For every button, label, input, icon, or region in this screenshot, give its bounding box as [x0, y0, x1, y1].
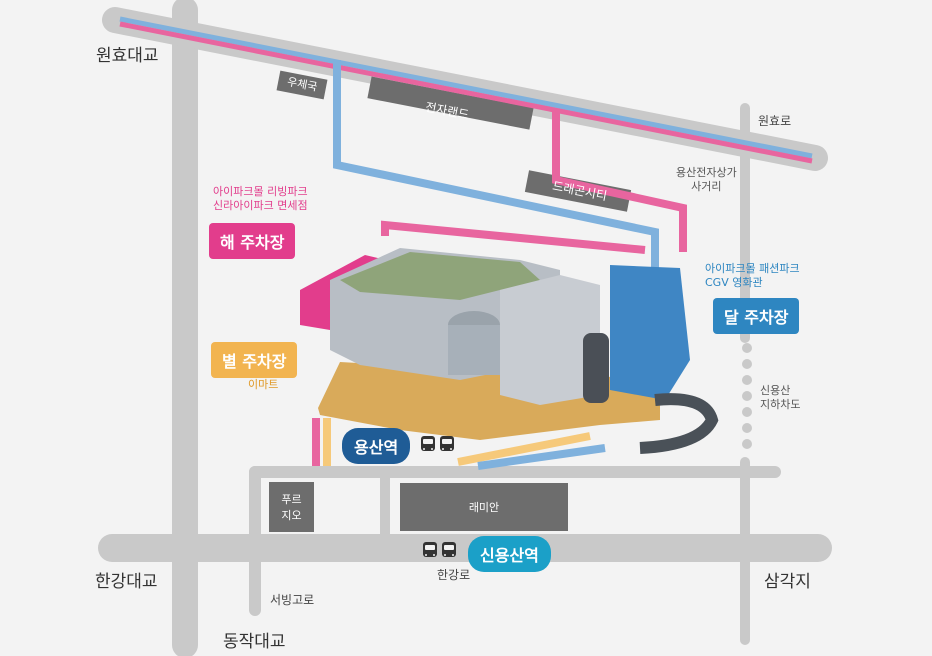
sinyongsan-station-badge[interactable]: 신용산역	[468, 536, 551, 572]
road-label-underpass: 신용산 지하차도	[760, 384, 800, 412]
cgv-tower	[583, 333, 609, 403]
moon-desc-line1: 아이파크몰 패션파크	[705, 262, 800, 275]
building-label-raemian: 래미안	[400, 483, 568, 531]
road-label-yongsan-junction: 용산전자상가 사거리	[676, 166, 737, 194]
sun-parking-badge[interactable]: 해 주차장	[209, 223, 296, 259]
road-label-dongjak-bridge: 동작대교	[223, 632, 286, 652]
dragon-city-block	[524, 170, 632, 212]
road-label-wonhyo-bridge: 원효대교	[96, 46, 159, 66]
road-label-wonhyo-ro: 원효로	[758, 114, 792, 128]
moon-parking-building	[610, 265, 690, 400]
moon-parking-badge[interactable]: 달 주차장	[713, 298, 800, 334]
train-icon	[421, 436, 435, 451]
sun-parking-label: 해 주차장	[220, 233, 285, 252]
sun-parking-desc: 아이파크몰 리빙파크 신라아이파크 면세점	[213, 185, 308, 213]
star-parking-badge[interactable]: 별 주차장	[211, 342, 298, 378]
rail-track	[639, 393, 719, 454]
route-pink-east	[552, 111, 687, 252]
route-orange-east	[457, 432, 591, 466]
route-blue-to-moon	[333, 60, 659, 268]
moon-parking-label: 달 주차장	[724, 308, 789, 327]
yongsan-junction-line2: 사거리	[691, 179, 722, 193]
mall-east-wing	[500, 275, 600, 405]
bus-icon	[440, 436, 454, 451]
route-pink-to-sun	[381, 220, 646, 254]
bus-icon	[423, 542, 437, 557]
underpass-line2: 지하차도	[760, 397, 801, 411]
road-label-seobinggo-ro: 서빙고로	[270, 593, 315, 607]
sun-desc-line1: 아이파크몰 리빙파크	[213, 185, 308, 198]
train-icon	[442, 542, 456, 557]
electronics-land-block	[367, 76, 534, 130]
underpass-dots	[742, 343, 752, 449]
star-parking-desc: 이마트	[248, 378, 279, 391]
prugio-line1: 푸르	[281, 493, 302, 506]
road-label-samgakji: 삼각지	[764, 572, 811, 592]
sun-desc-line2: 신라아이파크 면세점	[213, 198, 308, 212]
star-parking-label: 별 주차장	[222, 352, 287, 371]
mall-dome-body	[448, 325, 500, 375]
mall-roof-garden	[340, 252, 540, 300]
underpass-line1: 신용산	[760, 384, 791, 397]
prugio-line2: 지오	[281, 509, 302, 522]
route-blue-east	[477, 444, 606, 470]
post-office-block	[276, 70, 328, 100]
iparkmall-complex	[300, 248, 719, 454]
yongsan-station-badge[interactable]: 용산역	[342, 428, 411, 464]
yongsan-junction-line1: 용산전자상가	[676, 166, 737, 179]
moon-parking-desc: 아이파크몰 패션파크 CGV 영화관	[705, 262, 800, 290]
building-label-prugio: 푸르 지오	[269, 482, 314, 532]
moon-desc-line2: CGV 영화관	[705, 275, 763, 289]
route-pink-top	[119, 21, 813, 164]
route-blue-top	[119, 16, 813, 159]
road-label-hangang-bridge: 한강대교	[95, 572, 158, 592]
road-label-hangang-ro: 한강로	[437, 568, 471, 582]
